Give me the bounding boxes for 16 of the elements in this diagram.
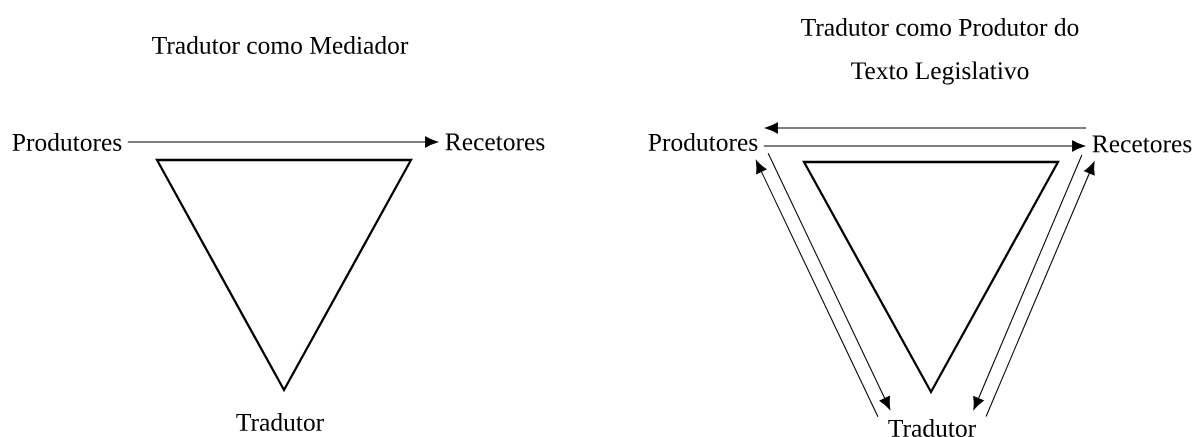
arrow	[985, 161, 1095, 417]
arrow	[765, 122, 1087, 134]
node-label: Recetores	[1092, 135, 1192, 153]
arrow	[763, 140, 1085, 152]
node-label: Tradutor	[888, 419, 976, 437]
node-label: Recetores	[445, 133, 545, 151]
node-label: Tradutor	[236, 413, 324, 431]
node-label: Produtores	[12, 133, 122, 151]
arrow	[127, 136, 438, 148]
arrow	[755, 160, 879, 418]
arrow	[767, 152, 891, 410]
arrow	[973, 154, 1083, 410]
heading: Tradutor como Mediador	[152, 36, 409, 54]
heading: Texto Legislativo	[851, 61, 1029, 85]
heading: Tradutor como Produtor do	[801, 18, 1079, 36]
node-label: Produtores	[648, 133, 758, 151]
